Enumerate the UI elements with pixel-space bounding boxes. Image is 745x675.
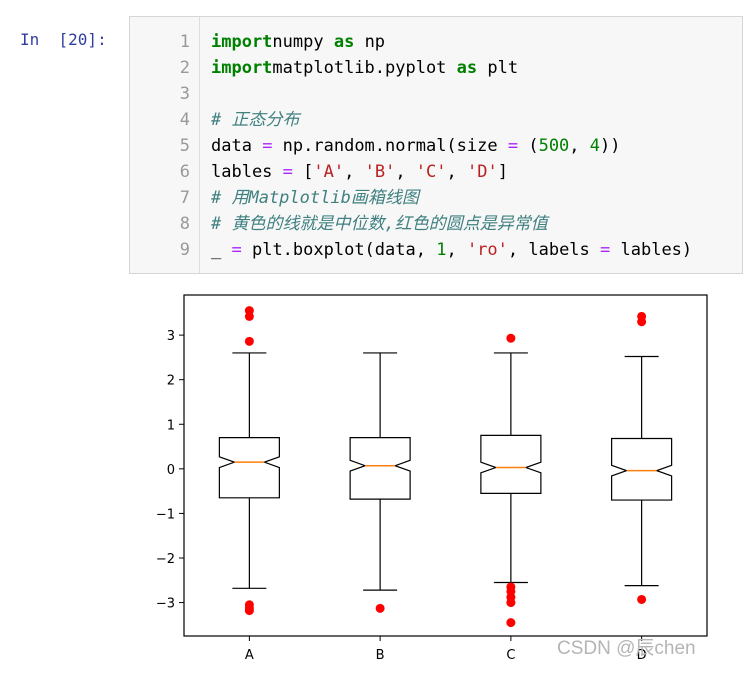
y-tick-label: −2 <box>156 552 175 567</box>
y-tick-label: 2 <box>167 374 175 389</box>
code-text: lables = ['A', 'B', 'C', 'D'] <box>211 159 508 185</box>
input-prompt: In [20]: <box>20 30 107 49</box>
code-token: 4 <box>589 136 601 156</box>
code-token: = <box>507 136 519 156</box>
code-token: ( <box>518 136 539 156</box>
y-tick-label: 0 <box>167 463 175 478</box>
line-number: 4 <box>179 110 190 130</box>
code-text: _ = plt.boxplot(data, 1, 'ro', labels = … <box>211 237 692 263</box>
code-token: _ <box>211 240 232 260</box>
code-token: np.random.normal(size <box>272 136 508 156</box>
x-tick-label: B <box>376 648 385 663</box>
code-token: import <box>211 58 273 78</box>
code-token: , <box>446 162 467 182</box>
code-token: = <box>600 240 611 260</box>
outlier-point <box>506 618 516 628</box>
x-tick-label: D <box>637 648 647 663</box>
code-token: as <box>333 32 355 52</box>
code-token: # 正态分布 <box>211 110 300 130</box>
line-number: 6 <box>179 162 190 182</box>
code-token: 1 <box>436 240 447 260</box>
code-token: = <box>262 136 273 156</box>
outlier-point <box>244 336 254 346</box>
code-text: importnumpy as np <box>211 29 385 55</box>
line-number: 9 <box>179 240 190 260</box>
code-token: data <box>211 136 263 156</box>
y-tick-label: 3 <box>167 329 175 344</box>
code-token: plt <box>477 58 519 78</box>
boxplot-chart: 3 2 1 0 −1 −2 −3A B C D <box>156 294 708 663</box>
box <box>349 437 411 500</box>
code-token: = <box>231 240 242 260</box>
code-token: , <box>344 162 365 182</box>
code-token: # 黄色的线就是中位数,红色的圆点是异常值 <box>211 214 548 234</box>
code-token: 'A' <box>313 162 345 182</box>
line-number: 7 <box>179 188 190 208</box>
code-text: # 黄色的线就是中位数,红色的圆点是异常值 <box>211 211 548 237</box>
box <box>218 437 280 499</box>
code-token: numpy <box>272 32 334 52</box>
watermark: CSDN @辰chen <box>557 638 696 659</box>
code-token: plt.boxplot(data, <box>241 240 437 260</box>
code-token: , <box>395 162 416 182</box>
code-token: , <box>446 240 467 260</box>
box <box>480 434 542 494</box>
code-token: # 用Matplotlib画箱线图 <box>211 188 419 208</box>
line-number-gutter <box>130 17 200 273</box>
code-token: np <box>354 32 386 52</box>
outlier-point <box>506 333 516 343</box>
code-token: import <box>211 32 273 52</box>
code-token: ] <box>497 162 508 182</box>
code-token: [ <box>292 162 314 182</box>
code-token: lables) <box>610 240 693 260</box>
line-number: 2 <box>179 58 190 78</box>
code-token: 'C' <box>415 162 447 182</box>
line-number: 1 <box>179 32 190 52</box>
code-token: = <box>282 162 293 182</box>
box <box>611 437 673 501</box>
code-token: , labels <box>507 240 601 260</box>
y-tick-label: 1 <box>167 418 175 433</box>
outlier-point <box>244 606 254 616</box>
line-number: 5 <box>179 136 190 156</box>
outlier-point <box>244 311 254 321</box>
code-token: 'D' <box>467 162 498 182</box>
code-token: as <box>456 58 478 78</box>
code-text: data = np.random.normal(size = (500, 4)) <box>211 133 621 159</box>
code-text: importmatplotlib.pyplot as plt <box>211 55 518 81</box>
code-text: # 正态分布 <box>211 107 299 133</box>
x-tick-label: C <box>506 648 515 663</box>
code-token: matplotlib.pyplot <box>272 58 457 78</box>
outlier-point <box>506 598 516 608</box>
outlier-point <box>637 317 647 327</box>
outlier-point <box>375 603 385 613</box>
y-tick-label: −1 <box>156 507 175 522</box>
code-token: 'ro' <box>466 240 508 260</box>
y-tick-label: −3 <box>156 597 175 612</box>
code-token: 500 <box>538 136 570 156</box>
line-number: 8 <box>179 214 190 234</box>
line-number: 3 <box>179 84 190 104</box>
code-token: , <box>569 136 590 156</box>
code-token: lables <box>211 162 283 182</box>
code-token: )) <box>600 136 621 156</box>
outlier-point <box>637 594 647 604</box>
code-token: 'B' <box>364 162 396 182</box>
code-text: # 用Matplotlib画箱线图 <box>211 185 419 211</box>
x-tick-label: A <box>245 648 254 663</box>
